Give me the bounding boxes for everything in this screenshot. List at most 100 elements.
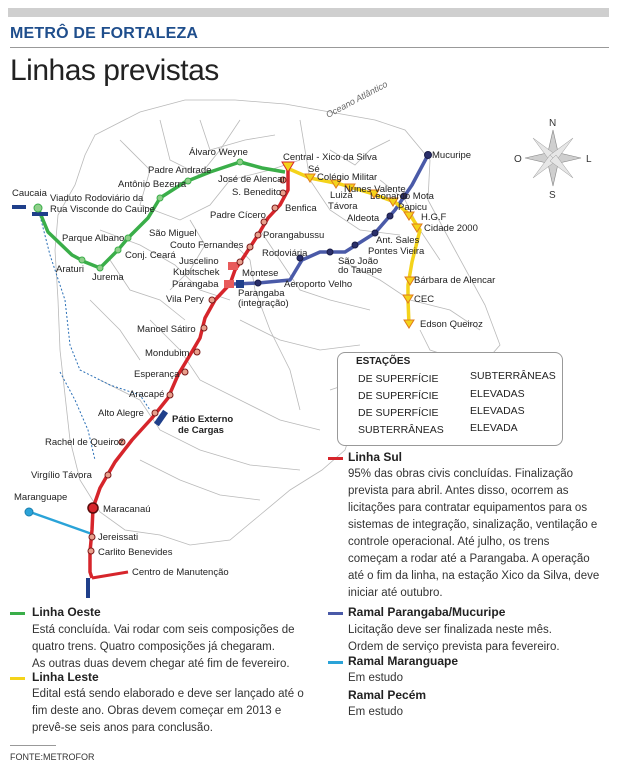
station-barbara (404, 276, 416, 286)
label-maracanau: Maracanaú (103, 504, 151, 515)
compass-n: N (549, 118, 556, 129)
station-alvaro-weyne (236, 158, 244, 166)
label-sao-joao-1: São João (338, 256, 378, 267)
label-padre-cicero: Padre Cícero (210, 210, 266, 221)
station-se (304, 173, 316, 183)
label-barbara: Bárbara de Alencar (414, 275, 495, 286)
sul-manutencao-branch (91, 570, 129, 580)
station-sao-joao (326, 248, 334, 256)
label-alvaro-weyne: Álvaro Weyne (189, 147, 248, 158)
sul-color-bar (328, 457, 343, 460)
ramal-pec-description: Em estudo (348, 706, 403, 718)
oeste-stations (33, 158, 244, 272)
label-jurema: Jurema (92, 272, 124, 283)
station-araturi (78, 256, 86, 264)
kicker-rule (10, 47, 609, 48)
station-rodoviaria (296, 254, 304, 262)
label-patio-1: Pátio Externo (172, 414, 233, 425)
label-leonardo-mota: Leonardo Mota (370, 191, 435, 202)
ramal-elevated-parangaba (236, 280, 244, 288)
station-jose-de-alencar (279, 176, 287, 184)
ramal-mar-description: Em estudo (348, 672, 403, 684)
label-aldeota: Aldeota (347, 213, 380, 224)
label-viaduto-1: Viaduto Rodoviário da (50, 193, 144, 204)
station-mondubim (193, 348, 201, 356)
label-mucuripe: Mucuripe (432, 150, 471, 161)
compass-e: L (586, 154, 592, 165)
label-juscelino: Juscelino (179, 256, 219, 267)
label-edson-queiroz: Edson Queiroz (420, 319, 483, 330)
legend-right-2: ELEVADAS (470, 388, 525, 400)
legend-box (337, 352, 563, 446)
station-papicu (400, 192, 408, 200)
station-carlito (87, 547, 95, 555)
legend-left-1: DE SUPERFÍCIE (358, 373, 439, 385)
label-vila-pery: Vila Pery (166, 294, 204, 305)
label-aracape: Aracapé (129, 389, 164, 400)
label-esperanca: Esperança (134, 369, 180, 380)
ramal-maranguape-line (29, 510, 93, 536)
station-couto-fernandes (246, 243, 254, 251)
oeste-heading: Linha Oeste (32, 605, 101, 619)
station-sao-miguel (124, 234, 132, 242)
sul-stations (87, 176, 287, 555)
label-pontes-vieira: Pontes Vieira (368, 246, 425, 257)
label-porangabussu: Porangabussu (263, 230, 324, 241)
compass-rose: N S O L (514, 118, 592, 201)
leste-color-bar (10, 677, 25, 680)
compass-w: O (514, 154, 522, 165)
label-luiza-2: Távora (328, 201, 358, 212)
legend-left-2: DE SUPERFÍCIE (358, 390, 439, 402)
label-maranguape: Maranguape (14, 492, 67, 503)
station-conj-ceara (114, 246, 122, 254)
station-esperanca (181, 368, 189, 376)
oeste-description: Está concluída. Vai rodar com seis compo… (32, 624, 295, 670)
label-sao-miguel: São Miguel (149, 228, 197, 239)
city-outline (54, 99, 501, 546)
label-sao-joao-2: do Tauape (338, 265, 382, 276)
sul-elevated-parangaba (224, 280, 234, 288)
station-maracanau (87, 502, 99, 514)
station-maranguape (24, 507, 34, 517)
legend-right-4: ELEVADA (470, 422, 518, 434)
station-central (281, 161, 295, 173)
ramal-pm-stations (254, 151, 432, 287)
oeste-color-bar (10, 612, 25, 615)
ocean-label: Oceano Atlântico (324, 79, 389, 120)
station-benfica (271, 204, 279, 212)
sul-elevated-patio (153, 409, 169, 427)
station-cec (402, 294, 414, 304)
station-s-benedito (279, 189, 287, 197)
station-pontes-vieira (351, 241, 359, 249)
oeste-elevated-west (12, 205, 26, 209)
leste-stations (304, 173, 423, 329)
station-colegio-militar (330, 179, 342, 189)
source-credit: FONTE:METROFOR (10, 752, 95, 762)
legend-title: ESTAÇÕES (356, 356, 411, 367)
station-aracape (166, 391, 174, 399)
label-jereissati: Jereissati (98, 532, 138, 543)
station-jereissati (88, 533, 96, 541)
label-manoel-satiro: Manoel Sátiro (137, 324, 196, 335)
station-aldeota (386, 212, 394, 220)
label-benfica: Benfica (285, 203, 317, 214)
label-ant-sales: Ant. Sales (376, 235, 420, 246)
dotted-path-maranguape (59, 371, 96, 461)
label-viaduto-2: Rua Visconde do Cauipe (50, 204, 155, 215)
station-nunes-valente (368, 189, 380, 199)
station-rachel (118, 438, 126, 446)
linha-sul-line (88, 168, 290, 579)
station-vila-pery (208, 296, 216, 304)
station-antonio-bezerra (156, 194, 164, 202)
oeste-elevated-caucaia (32, 212, 48, 216)
label-jose-de-alencar: José de Alencar (218, 174, 286, 185)
station-labels: Caucaia Viaduto Rodoviário da Rua Viscon… (12, 147, 495, 578)
station-luiza-tavora (344, 183, 356, 193)
sul-elevated-montese (228, 262, 238, 270)
ramal-mar-heading: Ramal Maranguape (348, 654, 459, 668)
label-se: Sé (308, 164, 320, 175)
dotted-path-west (37, 207, 151, 411)
label-aeroporto-velho: Aeroporto Velho (284, 279, 352, 290)
station-aeroporto-velho (254, 279, 262, 287)
station-hgf (403, 211, 415, 221)
